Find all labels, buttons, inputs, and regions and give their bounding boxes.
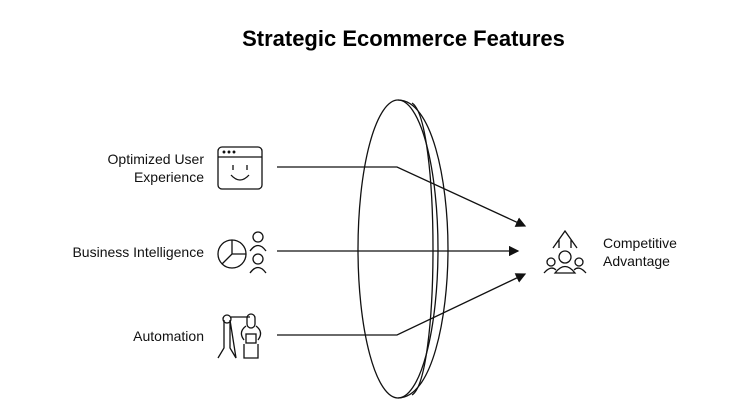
diagram-title: Strategic Ecommerce Features [242, 26, 565, 51]
label-business-intelligence: Business Intelligence [72, 244, 204, 260]
label-automation: Automation [133, 328, 204, 344]
lens [357, 99, 449, 399]
robot-arm-icon [217, 313, 262, 359]
smiley-browser-icon [217, 146, 263, 190]
flow-arrows [277, 166, 527, 336]
pie-chart-users-icon [217, 231, 267, 274]
team-growth-icon [543, 229, 587, 274]
